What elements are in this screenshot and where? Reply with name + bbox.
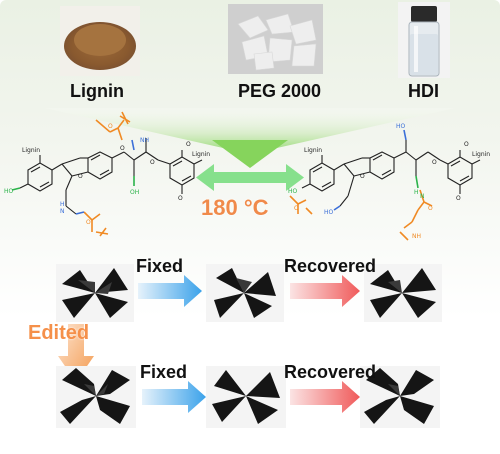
fixed-arrow-row2 [142,381,206,413]
right-atom-o1: O [360,173,365,180]
right-atom-nh: NH [412,233,421,240]
left-green-oh [11,176,135,191]
right-atom-o3: O [456,195,461,202]
right-green-links [415,175,419,189]
right-blue-links [333,129,407,211]
lignin-label: Lignin [70,81,124,101]
temperature-label: 180 °C [201,195,269,220]
recovered-label-row2: Recovered [284,362,377,382]
right-atom-ho3: HO [324,209,334,216]
pinwheel-photo-r1-c3 [364,264,442,322]
fixed-label-row1: Fixed [136,256,184,276]
right-atom-o2: O [432,159,437,166]
right-structure [301,140,481,207]
right-atom-n: N [420,193,425,200]
left-atom-lignin-top: Lignin [22,147,40,154]
peg-label: PEG 2000 [238,81,322,101]
pinwheel-photo-r2-c1 [56,366,136,428]
left-atom-n: N [60,208,65,215]
left-blue-links [75,139,135,215]
right-atom-o5: O [294,205,299,212]
reversible-double-arrow [196,164,304,191]
right-atom-ho: HO [288,188,298,195]
left-atom-o2: O [150,159,155,166]
left-atom-o1: O [78,173,83,180]
right-orange-groups [289,189,433,241]
fixed-label-row2: Fixed [140,362,188,382]
down-arrow-head [212,140,288,168]
fixed-arrow-row1 [138,275,202,307]
left-atom-h: H [60,201,65,208]
recovered-arrow-row2 [290,381,360,413]
hdi-label: HDI [408,81,439,101]
right-atom-o4: O [428,205,433,212]
left-atom-o4: O [108,123,113,130]
left-atom-o5: O [86,219,91,226]
recovered-arrow-row1 [290,275,360,307]
lignin-photo [60,6,140,76]
pinwheel-photo-r2-c3 [360,366,440,428]
left-atom-lignin-right: Lignin [192,151,210,158]
right-atom-lignin-top: Lignin [304,147,322,154]
left-atom-oh: OH [130,189,139,196]
left-atom-o3: O [178,195,183,202]
pinwheel-photo-r1-c2 [206,264,284,322]
edited-label: Edited [28,322,90,344]
pinwheel-photo-r1-c1 [56,264,134,322]
left-atom-o6: O [186,141,191,148]
right-atom-ho2: HO [396,123,406,130]
left-orange-groups [83,111,131,237]
pinwheel-photo-r2-c2 [206,366,286,428]
left-structure [19,138,203,215]
left-atom-nh: NH [140,137,149,144]
right-atom-lignin-right: Lignin [472,151,490,158]
merge-funnel-arrow [45,108,455,150]
peg-photo [228,4,323,74]
left-atom-o7: O [120,145,125,152]
recovered-label-row1: Recovered [284,256,377,276]
right-atom-o6: O [464,141,469,148]
right-atom-h: H [414,189,419,196]
hdi-vial-photo [398,2,450,78]
left-atom-ho: HO [4,188,14,195]
